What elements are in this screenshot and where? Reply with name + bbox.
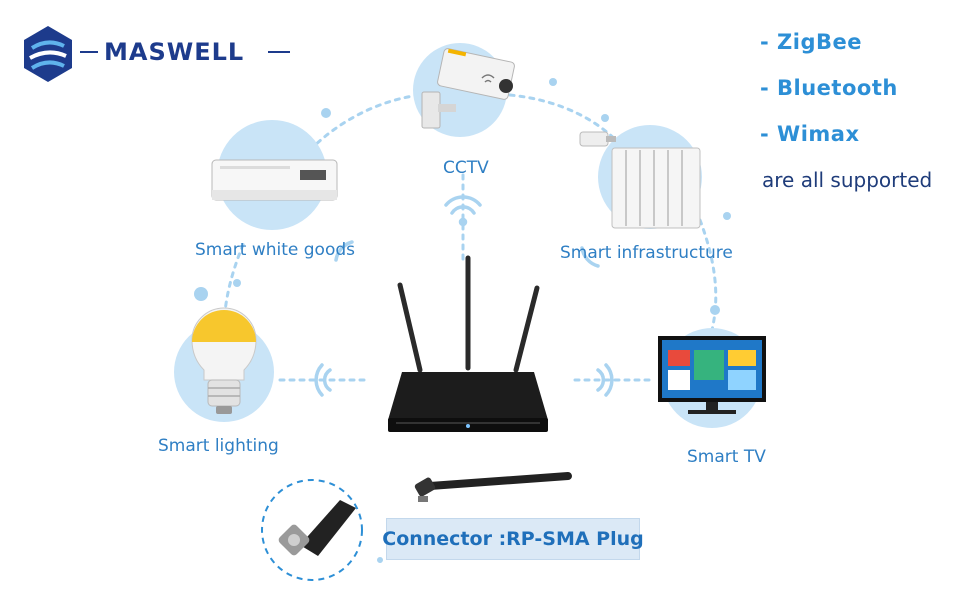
- smart-tv-icon: [658, 336, 766, 414]
- antenna-icon: [414, 472, 572, 502]
- protocol-zigbee: - ZigBee: [760, 30, 862, 54]
- label-cctv: CCTV: [443, 158, 489, 178]
- cctv-camera-icon: [421, 48, 515, 129]
- protocol-support-text: are all supported: [762, 168, 933, 192]
- router-icon: [388, 255, 548, 432]
- light-bulb-icon: [191, 307, 257, 414]
- label-tv: Smart TV: [687, 447, 766, 467]
- decor-dots: [194, 78, 731, 563]
- connector-label: Connector :RP-SMA Plug: [382, 518, 644, 560]
- radiator-icon: [579, 131, 701, 229]
- label-lighting: Smart lighting: [158, 436, 279, 456]
- label-white-goods: Smart white goods: [195, 240, 355, 260]
- label-infrastructure: Smart infrastructure: [560, 243, 733, 263]
- connection-arc: [222, 93, 718, 382]
- wifi-signal-icon: [314, 195, 614, 397]
- air-conditioner-icon: [211, 159, 338, 201]
- maswell-logo-icon: [24, 26, 290, 82]
- protocol-bluetooth: - Bluetooth: [760, 76, 898, 100]
- protocol-wimax: - Wimax: [760, 122, 860, 146]
- brand-name: MASWELL: [104, 38, 245, 66]
- connector-zoom-icon: [261, 479, 363, 581]
